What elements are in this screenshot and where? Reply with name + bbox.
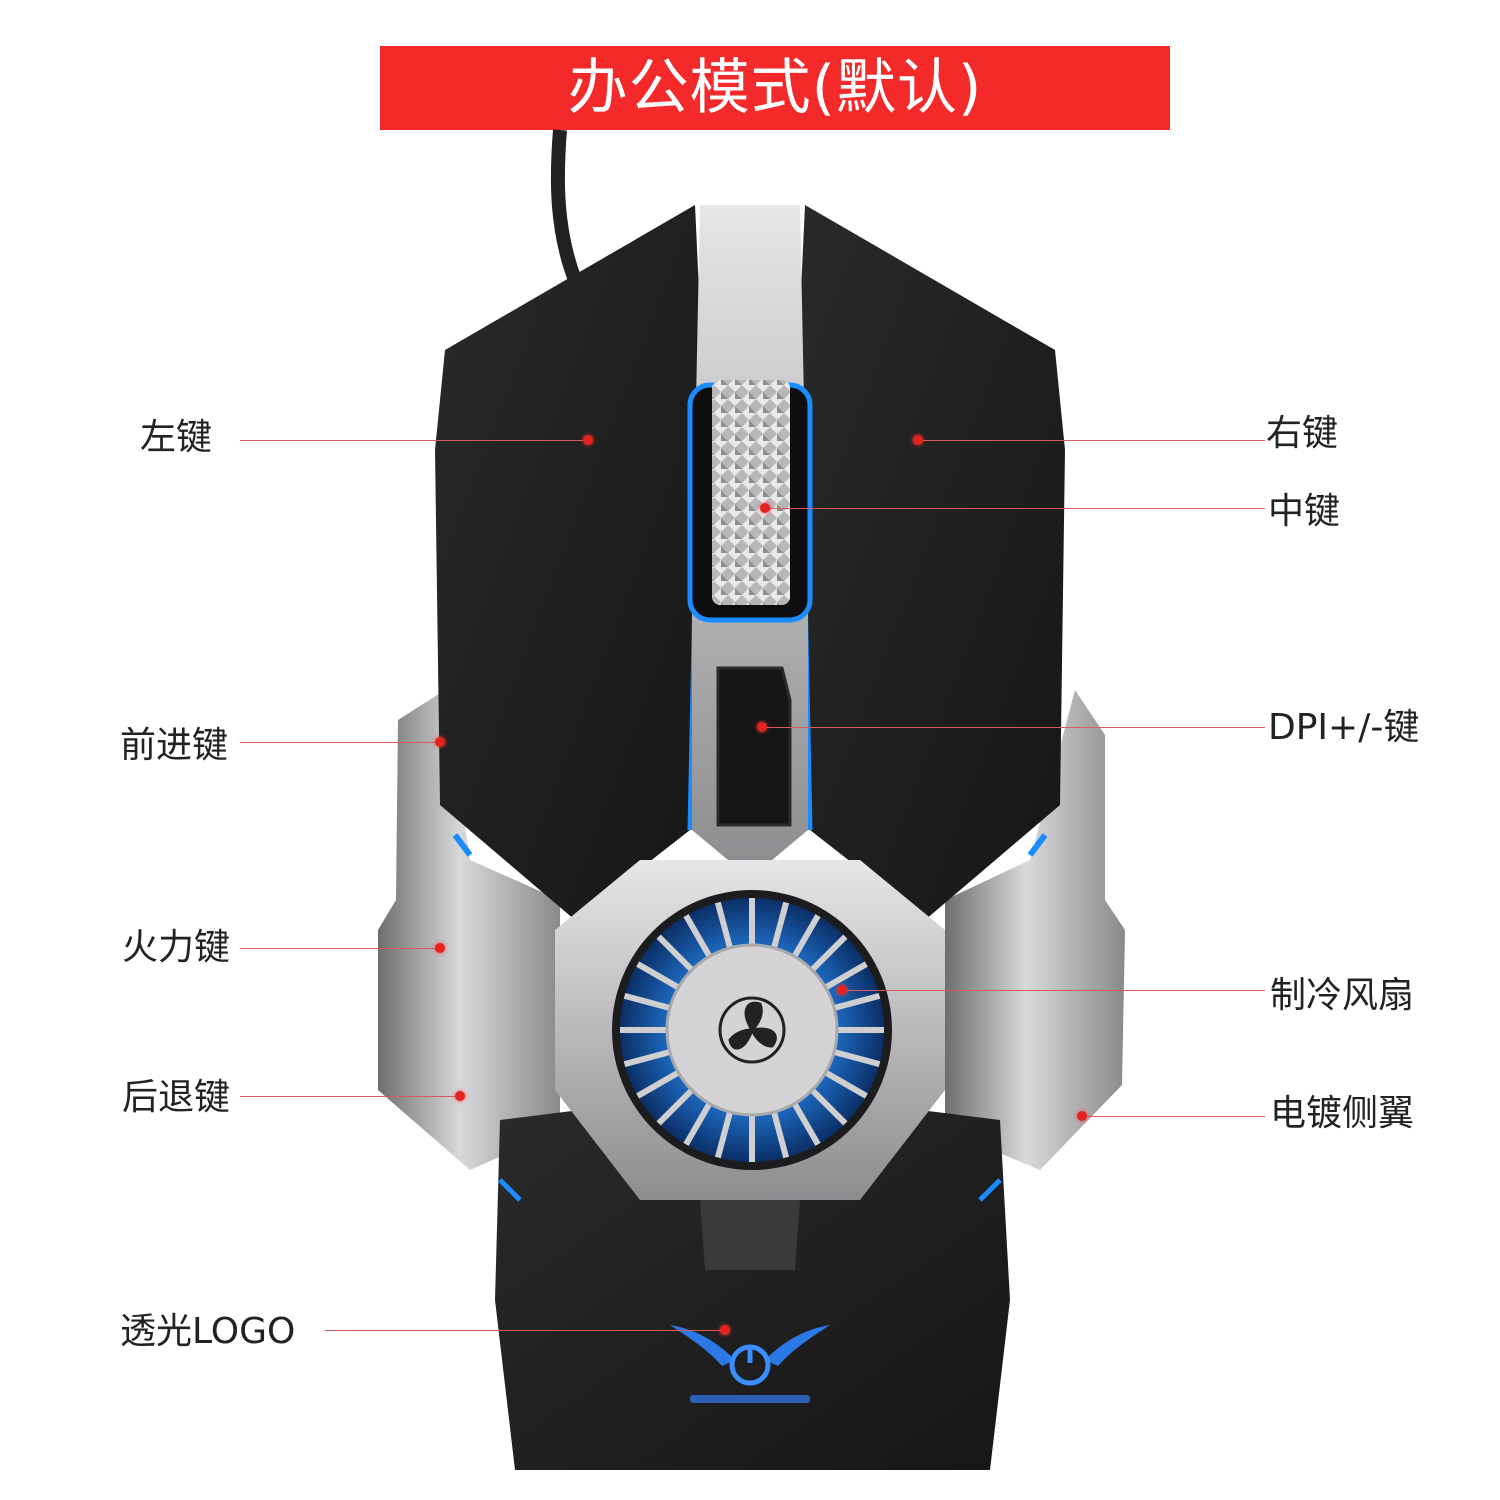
label-logo: 透光LOGO <box>120 1311 296 1352</box>
fan-icon <box>718 996 786 1064</box>
callout-line-cooling-fan <box>842 990 1265 991</box>
dpi-button <box>716 666 792 827</box>
callout-line-dpi-button <box>762 727 1265 728</box>
callout-line-logo <box>325 1330 725 1331</box>
callout-line-left-button <box>240 440 588 441</box>
callout-dot-cooling-fan <box>837 985 847 995</box>
callout-line-plated-wings <box>1082 1116 1265 1117</box>
callout-line-back-button <box>240 1096 460 1097</box>
callout-dot-right-button <box>913 435 923 445</box>
callout-dot-middle-button <box>760 503 770 513</box>
rear-shell <box>495 1110 1010 1470</box>
callout-dot-plated-wings <box>1077 1111 1087 1121</box>
label-back-button: 后退键 <box>122 1077 231 1118</box>
label-plated-wings: 电镀侧翼 <box>1270 1093 1415 1134</box>
callout-line-fire-button <box>240 948 440 949</box>
callout-dot-fire-button <box>435 943 445 953</box>
label-left-button: 左键 <box>140 417 213 458</box>
callout-line-forward-button <box>240 742 440 743</box>
callout-dot-back-button <box>455 1091 465 1101</box>
left-side-wing <box>378 690 560 1170</box>
label-middle-button: 中键 <box>1268 491 1341 532</box>
callout-line-right-button <box>918 440 1265 441</box>
callout-line-middle-button <box>765 508 1265 509</box>
label-dpi-button: DPI+/-键 <box>1268 707 1420 748</box>
left-button-shell <box>435 205 705 920</box>
right-button-shell <box>795 205 1065 920</box>
scroll-wheel <box>712 380 790 605</box>
callout-dot-logo <box>720 1325 730 1335</box>
mode-banner: 办公模式(默认) <box>380 46 1170 130</box>
callout-dot-forward-button <box>435 737 445 747</box>
callout-dot-left-button <box>583 435 593 445</box>
mouse-cable <box>550 129 582 283</box>
label-fire-button: 火力键 <box>122 927 231 968</box>
right-side-wing <box>945 690 1125 1170</box>
logo-icon <box>670 1325 830 1403</box>
callout-dot-dpi-button <box>757 722 767 732</box>
label-cooling-fan: 制冷风扇 <box>1270 975 1415 1016</box>
label-right-button: 右键 <box>1266 413 1339 454</box>
mode-banner-title: 办公模式(默认) <box>567 53 983 123</box>
label-forward-button: 前进键 <box>120 725 229 766</box>
